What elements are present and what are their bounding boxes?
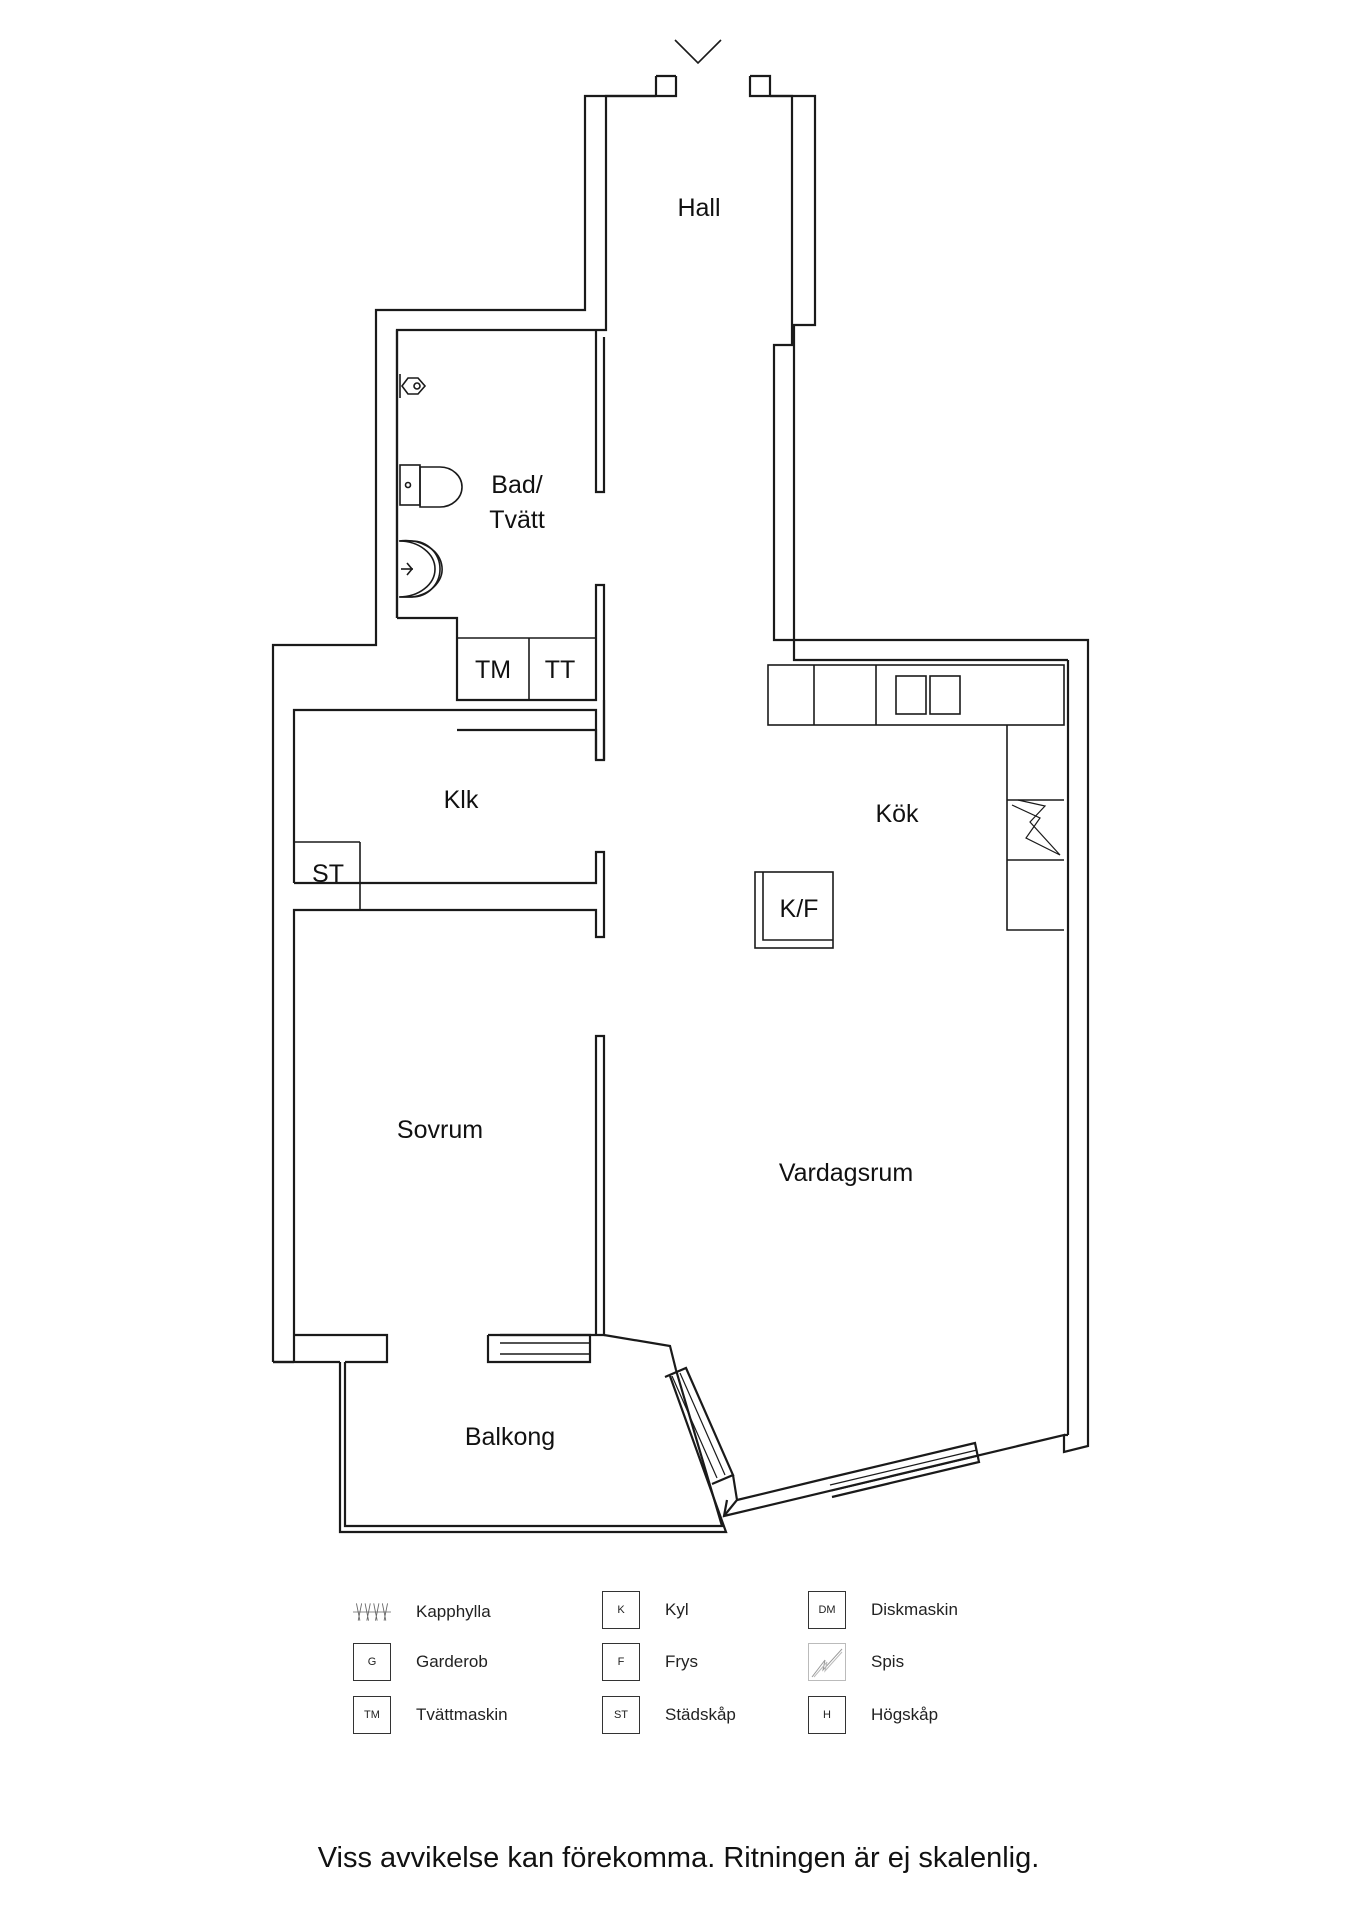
coat-rack-icon: [353, 1593, 391, 1631]
stove-icon: [1011, 799, 1061, 856]
bedroom-walls: [294, 1034, 678, 1371]
room-label-vardagsrum: Vardagsrum: [779, 1159, 913, 1187]
closet-walls: [273, 708, 606, 1364]
sink-icon: [399, 374, 427, 398]
legend-item-diskmaskin: DM Diskmaskin: [808, 1591, 958, 1629]
legend-item-stadskap: ST Städskåp: [602, 1696, 736, 1734]
dishwasher-box: DM: [808, 1591, 846, 1629]
wardrobe-box: G: [353, 1643, 391, 1681]
cleaning-cabinet-box: ST: [602, 1696, 640, 1734]
legend-item-kyl: K Kyl: [602, 1591, 689, 1629]
legend-item-garderob: G Garderob: [353, 1643, 488, 1681]
kitchen-counters: [767, 664, 1065, 931]
room-label-sovrum: Sovrum: [397, 1116, 483, 1144]
legend-label: Kyl: [665, 1600, 689, 1619]
fixture-label-tm: TM: [475, 656, 511, 684]
angled-windows: [664, 1366, 981, 1517]
fixture-label-tt: TT: [545, 656, 576, 684]
bathroom-walls: [395, 330, 606, 762]
room-label-klk: Klk: [444, 786, 479, 814]
room-label-bad-line2: Tvätt: [489, 506, 545, 534]
legend-label: Städskåp: [665, 1705, 736, 1724]
room-label-balkong: Balkong: [465, 1423, 555, 1451]
legend-label: Högskåp: [871, 1705, 939, 1724]
legend-label: Tvättmaskin: [416, 1705, 508, 1724]
shower-icon: [398, 539, 443, 598]
fridge-freezer-box: [754, 871, 834, 949]
freezer-box: F: [602, 1643, 640, 1681]
fixture-label-kf: K/F: [780, 895, 819, 923]
room-label-kok: Kök: [875, 800, 919, 828]
outer-walls: [271, 74, 1090, 1518]
legend-item-spis: Spis: [808, 1643, 904, 1681]
stove-icon: [808, 1643, 846, 1681]
legend-label: Diskmaskin: [871, 1600, 958, 1619]
legend-item-kapphylla: Kapphylla: [353, 1593, 491, 1631]
legend-item-hogskap: H Högskåp: [808, 1696, 938, 1734]
legend-item-frys: F Frys: [602, 1643, 698, 1681]
room-label-hall: Hall: [677, 194, 720, 222]
balcony-outline: [273, 1360, 728, 1534]
room-label-bad-line1: Bad/: [491, 471, 542, 499]
disclaimer-text: Viss avvikelse kan förekomma. Ritningen …: [317, 1842, 1040, 1874]
washer-box: TM: [353, 1696, 391, 1734]
fridge-box: K: [602, 1591, 640, 1629]
legend-item-tvattmaskin: TM Tvättmaskin: [353, 1696, 508, 1734]
toilet-icon: [399, 464, 463, 508]
fixture-label-st: ST: [312, 860, 344, 888]
entrance-arrow-icon: [674, 39, 722, 65]
legend-label: Garderob: [416, 1652, 488, 1671]
legend-label: Frys: [665, 1652, 699, 1671]
tall-cabinet-box: H: [808, 1696, 846, 1734]
legend-label: Spis: [871, 1652, 905, 1671]
legend-label: Kapphylla: [416, 1602, 491, 1621]
